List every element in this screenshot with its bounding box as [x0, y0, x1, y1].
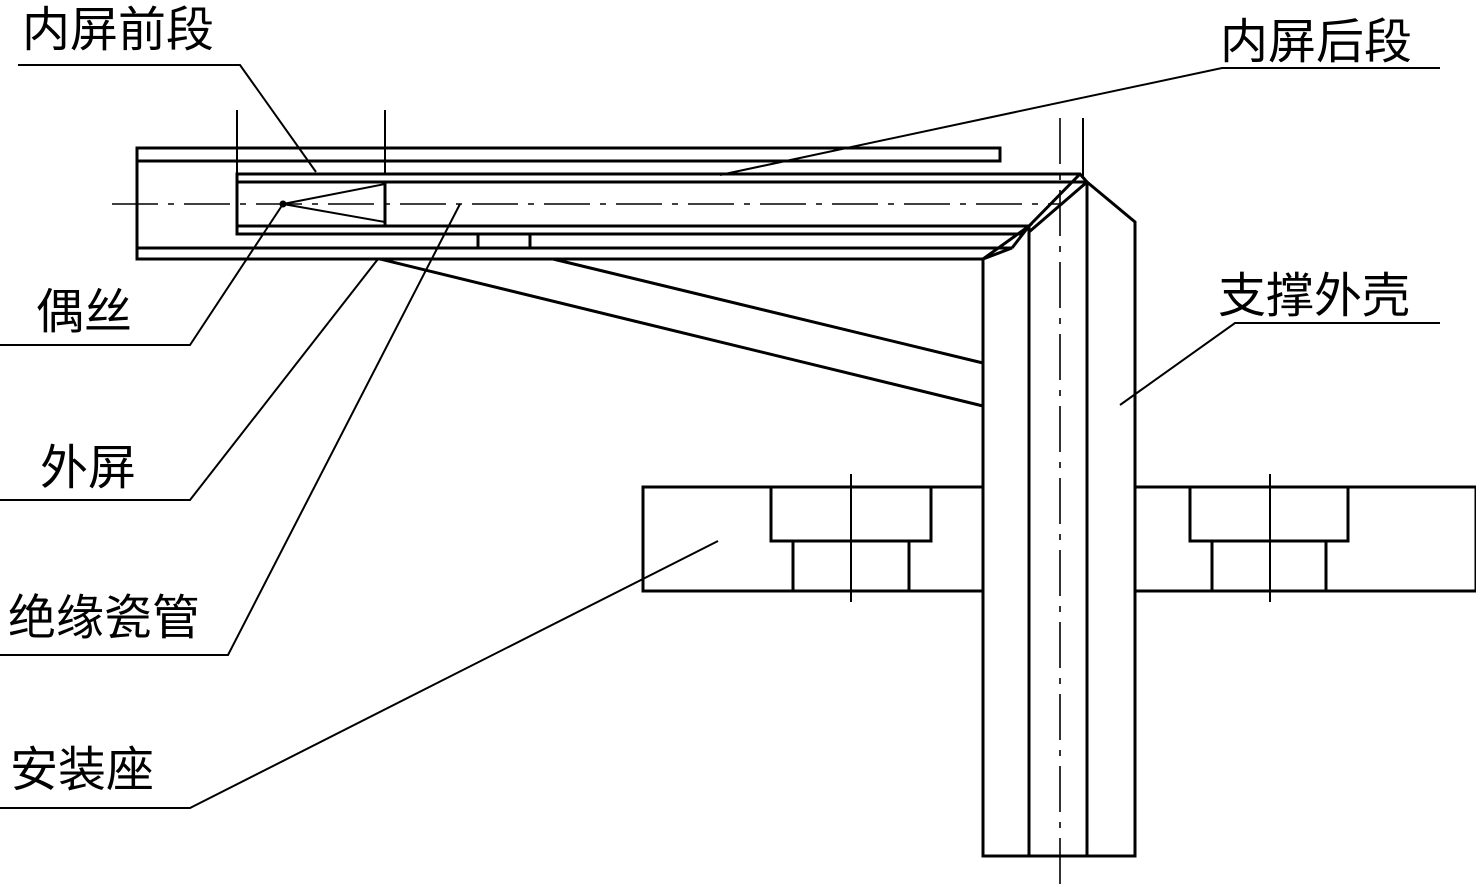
brace-struts [379, 257, 984, 408]
label-thermocouple: 偶丝 [36, 284, 132, 340]
label-inner-rear: 内屏后段 [1220, 14, 1412, 70]
mount-base-right-inner [1133, 485, 1214, 593]
label-ceramic-tube: 绝缘瓷管 [8, 590, 200, 646]
mount-base-right [1324, 485, 1476, 593]
support-shell [981, 118, 1137, 888]
support-shell-right-wall [1085, 178, 1137, 858]
spacer-block [476, 232, 532, 250]
outer-shell-top-wall [135, 146, 1002, 163]
outer-shell-bottom-wall [135, 246, 1013, 261]
label-outer-screen: 外屏 [40, 440, 136, 496]
thermocouple-junction [282, 183, 386, 223]
horizontal-arm [112, 110, 1091, 261]
inner-rear-bottom [235, 224, 1033, 236]
label-mount-base: 安装座 [10, 742, 154, 798]
leaders [0, 64, 1440, 809]
support-shell-left-wall [981, 223, 1031, 858]
label-inner-front: 内屏前段 [22, 2, 214, 58]
mount-base-left-inner [907, 485, 985, 593]
label-support-shell: 支撑外壳 [1218, 268, 1410, 324]
inner-rear-section [235, 172, 1091, 184]
mount-base-left [641, 485, 795, 593]
